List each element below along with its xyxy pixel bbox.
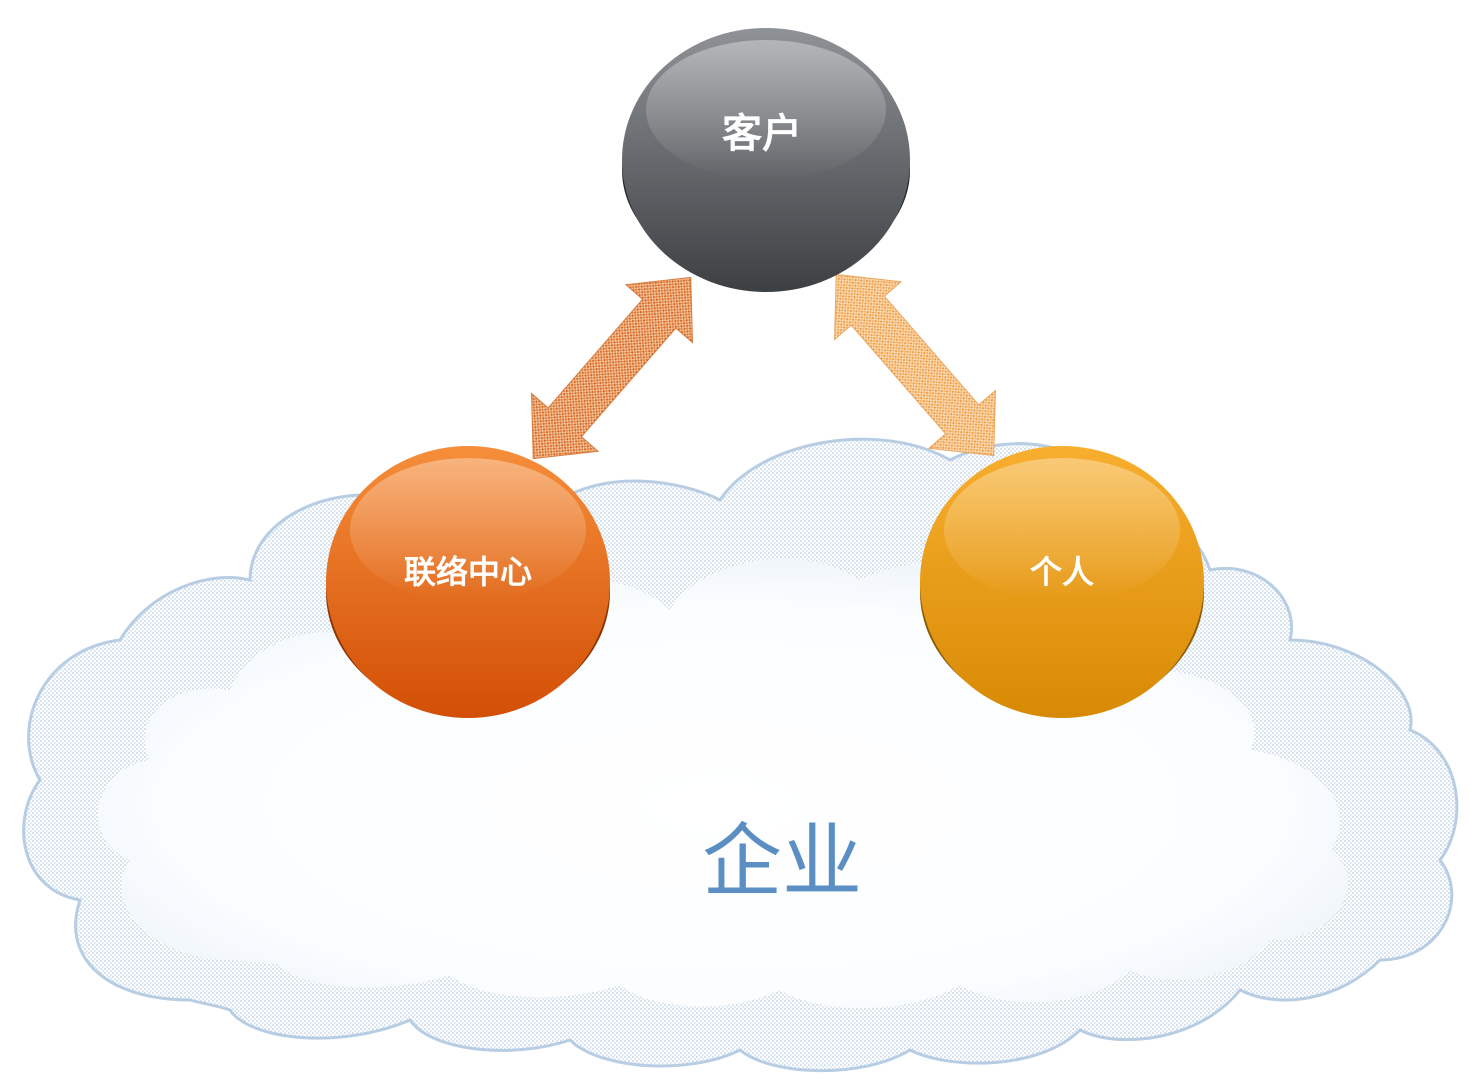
customer-label: 客户 <box>722 111 802 157</box>
contact-center-label: 联络中心 <box>404 553 532 591</box>
individual-label: 个人 <box>1030 553 1094 591</box>
enterprise-label: 企业 <box>702 815 862 908</box>
enterprise-cloud: 企业 <box>22 437 1459 1073</box>
customer-node[interactable]: 客户 <box>622 28 910 292</box>
arrow-individual-customer <box>834 273 996 457</box>
individual-node[interactable]: 个人 <box>920 446 1204 718</box>
contact-center-node[interactable]: 联络中心 <box>326 446 610 718</box>
arrow-contact-customer <box>531 276 693 460</box>
